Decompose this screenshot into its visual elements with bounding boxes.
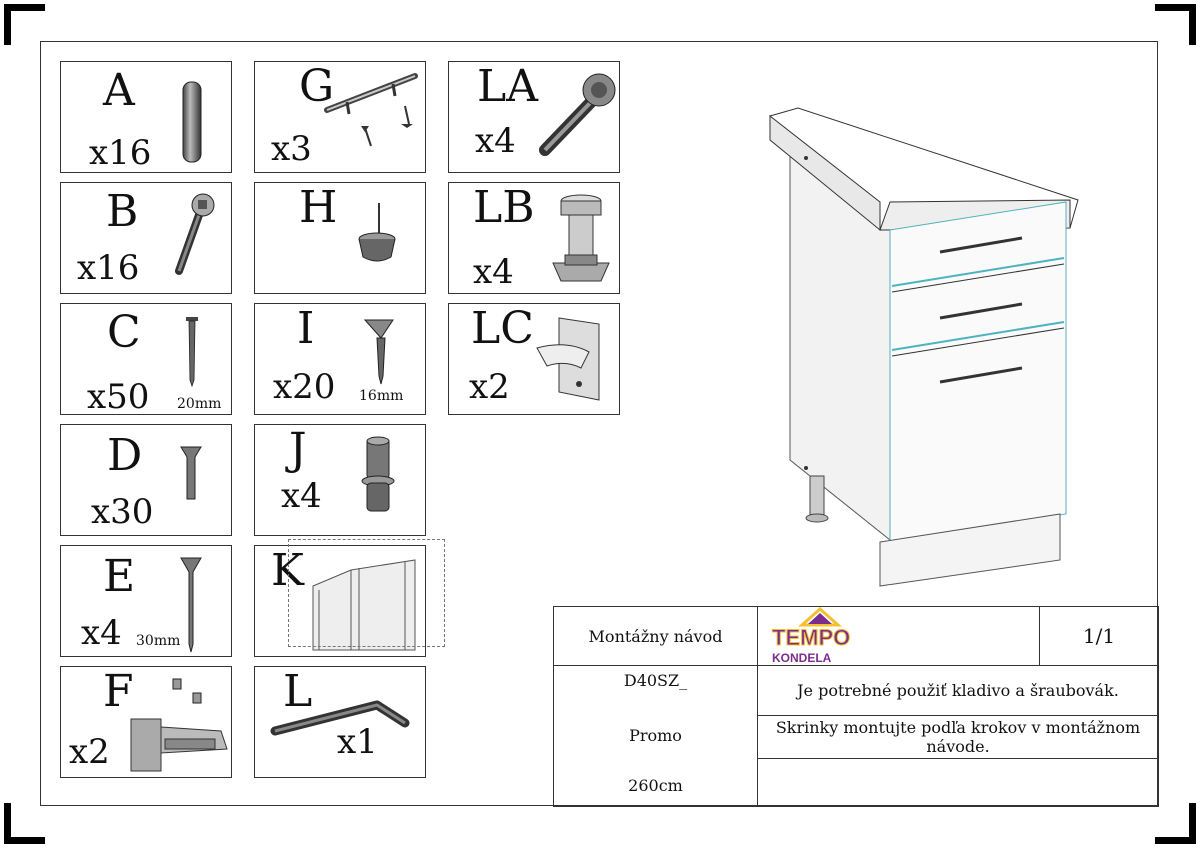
dashed-outline xyxy=(288,539,445,647)
part-quantity: x20 xyxy=(273,367,336,407)
part-lc: LC x2 xyxy=(448,303,620,415)
part-letter: L xyxy=(283,666,313,717)
part-letter: C xyxy=(107,307,141,358)
part-quantity: x1 xyxy=(337,722,378,762)
logo-kondela: KONDELA xyxy=(772,651,832,665)
part-b: B x16 xyxy=(60,182,232,294)
part-size: 20mm xyxy=(177,396,222,412)
part-a: A x16 xyxy=(60,61,232,173)
handle-icon xyxy=(324,73,418,147)
part-letter: LC xyxy=(471,303,534,354)
model-code: D40SZ_ xyxy=(623,671,688,690)
long-screw-icon xyxy=(180,557,202,653)
tempo-kondela-logo: TEMPO KONDELA xyxy=(758,607,1039,665)
crop-mark-bottom-right xyxy=(1155,803,1196,844)
part-quantity: x16 xyxy=(89,133,152,173)
part-quantity: x16 xyxy=(77,248,140,288)
model-info: D40SZ_ Promo 260cm xyxy=(553,665,758,807)
note-tools: Je potrebné použiť kladivo a šraubovák. xyxy=(757,664,1159,717)
part-letter: H xyxy=(299,182,338,233)
leg-adjuster-icon xyxy=(539,73,616,156)
page-number: 1/1 xyxy=(1039,606,1159,666)
part-lb: LB x4 xyxy=(448,182,620,294)
part-quantity: x4 xyxy=(475,121,516,161)
part-h: H xyxy=(254,182,426,294)
logo-tempo: TEMPO xyxy=(771,625,851,650)
roof-icon xyxy=(798,607,842,627)
crop-mark-top-left xyxy=(4,4,45,45)
dowel-icon xyxy=(182,81,202,163)
countersunk-screw-icon xyxy=(180,446,202,500)
part-quantity: x3 xyxy=(271,129,312,169)
hinge-icon xyxy=(130,678,228,772)
part-size: 30mm xyxy=(136,633,181,649)
part-f: F x2 xyxy=(60,666,232,778)
part-letter: F xyxy=(103,666,134,717)
crop-mark-bottom-left xyxy=(4,803,45,844)
part-letter: LA xyxy=(477,61,538,112)
part-k: K xyxy=(254,545,426,657)
part-d: D x30 xyxy=(60,424,232,536)
part-letter: D xyxy=(107,430,143,481)
nail-icon xyxy=(186,317,198,388)
part-letter: B xyxy=(106,186,139,237)
part-size: 16mm xyxy=(359,388,404,404)
series-name: Promo xyxy=(629,726,682,745)
cam-bolt-icon xyxy=(175,193,215,275)
part-l: L x1 xyxy=(254,666,426,778)
glide-foot-icon xyxy=(358,203,396,262)
leg-icon xyxy=(552,194,610,282)
part-letter: G xyxy=(299,61,335,112)
part-quantity: x4 xyxy=(281,476,322,516)
part-letter: K xyxy=(271,545,304,596)
note-assembly: Skrinky montujte podľa krokov v montážno… xyxy=(757,715,1159,759)
length-value: 260cm xyxy=(628,776,683,795)
doc-title: Montážny návod xyxy=(553,606,758,666)
title-block: Montážny návod TEMPO KONDELA 1/1 D40SZ_ … xyxy=(553,606,1159,808)
part-g: G x3 xyxy=(254,61,426,173)
part-quantity: x4 xyxy=(473,252,514,292)
part-letter: J xyxy=(289,424,307,475)
cam-lock-icon xyxy=(361,436,395,512)
cabinet-drawing xyxy=(769,107,1079,587)
part-quantity: x2 xyxy=(469,367,510,407)
part-j: J x4 xyxy=(254,424,426,536)
logo-cell: TEMPO KONDELA xyxy=(757,606,1040,666)
connector-profile-icon xyxy=(312,559,416,651)
part-la: LA x4 xyxy=(448,61,620,173)
part-quantity: x2 xyxy=(69,732,110,772)
hex-key-icon xyxy=(270,700,410,736)
empty-cell xyxy=(757,757,1159,808)
part-letter: LB xyxy=(473,182,535,233)
crop-mark-top-right xyxy=(1155,4,1196,45)
part-quantity: x50 xyxy=(87,377,150,417)
part-letter: A xyxy=(103,65,135,116)
part-c: C x50 20mm xyxy=(60,303,232,417)
part-quantity: x4 xyxy=(81,613,122,653)
part-letter: I xyxy=(297,303,315,354)
part-letter: E xyxy=(103,551,136,602)
part-quantity: x30 xyxy=(91,492,154,532)
part-e: E x4 30mm xyxy=(60,545,232,657)
wood-screw-icon xyxy=(363,319,394,385)
part-i: I x20 16mm xyxy=(254,303,426,415)
plinth-clip-icon xyxy=(536,317,600,401)
